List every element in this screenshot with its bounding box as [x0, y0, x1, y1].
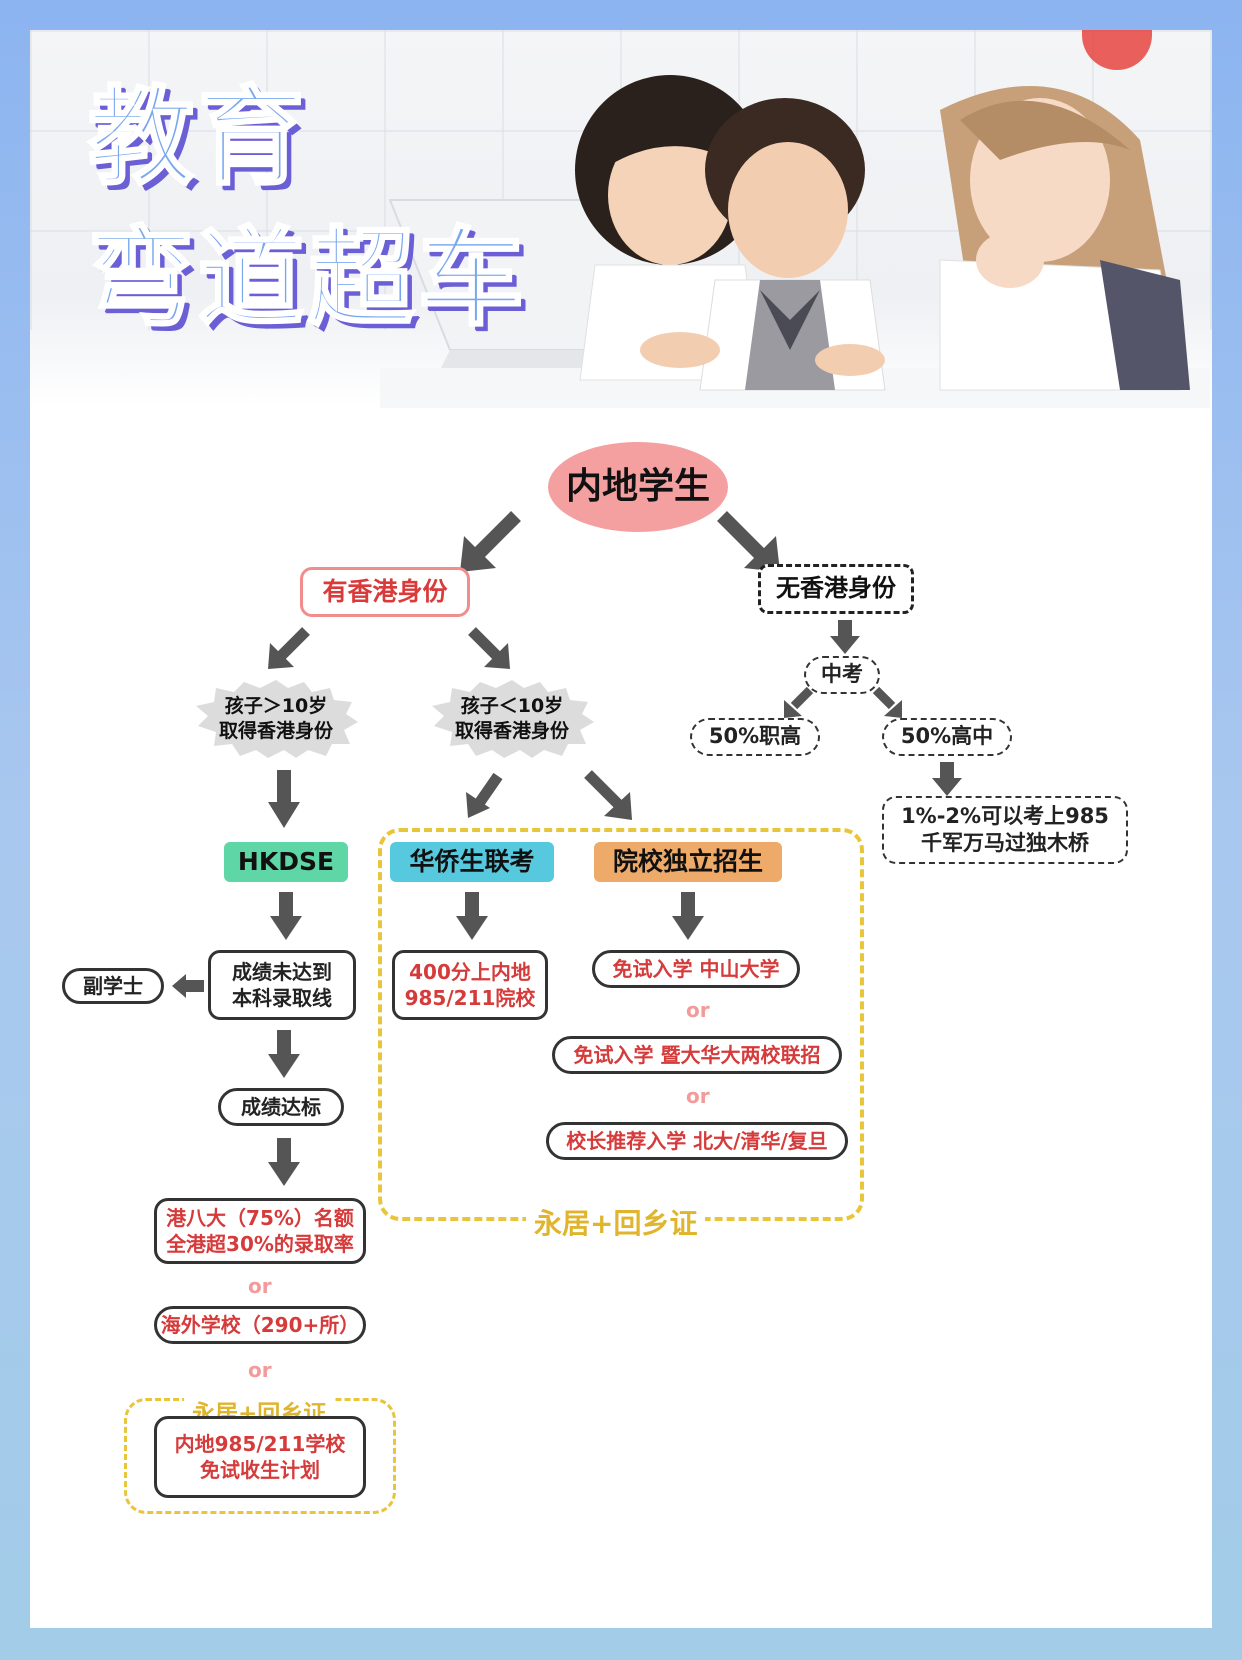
overseas-schools-node: 海外学校（290+所） — [154, 1306, 366, 1344]
has-hk-label: 有香港身份 — [322, 576, 448, 606]
independent-admission-label: 院校独立招生 — [612, 846, 763, 876]
permanent-residence-label-main: 永居+回乡证 — [526, 1202, 706, 1242]
hero-title-line1: 教育 — [87, 76, 308, 199]
permanent-residence-frame — [378, 828, 864, 1221]
older-child-node: 孩子＞10岁 取得香港身份 — [192, 690, 360, 748]
vocational-label: 50%职高 — [708, 724, 802, 749]
high-school-node: 50%高中 — [882, 718, 1012, 756]
arrow-older-hkdse — [268, 770, 300, 828]
root-node: 内地学生 — [548, 442, 728, 532]
older-line1: 孩子＞10岁 — [224, 695, 328, 718]
gaokao-node: 1%-2%可以考上985 千军万马过独木桥 — [882, 796, 1128, 864]
has-hk-identity-node: 有香港身份 — [300, 567, 470, 617]
older-burst-shape — [196, 680, 358, 758]
younger-child-node: 孩子＜10岁 取得香港身份 — [428, 690, 596, 748]
root-label: 内地学生 — [565, 465, 710, 507]
overseas-chinese-exam-label: 华侨生联考 — [409, 846, 535, 876]
arrow-zhongkao-right — [872, 686, 902, 718]
arrow-highschool-down — [932, 762, 962, 796]
associate-degree-label: 副学士 — [83, 974, 143, 998]
mainland-985-line1: 内地985/211学校 — [174, 1432, 346, 1456]
younger-line1: 孩子＜10岁 — [460, 695, 564, 718]
exempt-sysu-node: 免试入学 中山大学 — [592, 950, 800, 988]
gaokao-line1: 1%-2%可以考上985 — [901, 803, 1109, 828]
arrow-root-left — [460, 511, 521, 572]
score-below-node: 成绩未达到 本科录取线 — [208, 950, 356, 1020]
score-400-node: 400分上内地 985/211院校 — [392, 950, 548, 1020]
arrow-to-pass — [268, 1030, 300, 1078]
score-400-line1: 400分上内地 — [409, 960, 531, 984]
or-label-2: or — [686, 1084, 710, 1108]
gaokao-line2: 千军万马过独木桥 — [921, 831, 1089, 855]
score-400-line2: 985/211院校 — [404, 986, 536, 1010]
high-school-label: 50%高中 — [900, 724, 994, 749]
or-label-4: or — [248, 1358, 272, 1382]
arrow-to-associate — [172, 974, 204, 998]
or-label-3: or — [248, 1274, 272, 1298]
mainland-985-line2: 免试收生计划 — [200, 1458, 320, 1482]
zhongkao-node: 中考 — [804, 656, 880, 694]
hk8-line1: 港八大（75%）名额 — [166, 1206, 354, 1230]
arrow-younger-exam — [466, 772, 503, 818]
arrow-no-hk-down — [830, 620, 860, 654]
arrow-zhongkao-left — [784, 686, 814, 718]
hk8-node: 港八大（75%）名额 全港超30%的录取率 — [154, 1198, 366, 1264]
poster-card: 教育 弯道超车 内地学生 有香港身份 无香港身份 孩子＞10岁 取得香港身份 — [30, 30, 1212, 1628]
score-pass-label: 成绩达标 — [241, 1095, 321, 1119]
zhongkao-label: 中考 — [821, 662, 863, 687]
arrow-younger-independent — [584, 770, 632, 820]
hk8-line2: 全港超30%的录取率 — [166, 1232, 354, 1256]
hkdse-node: HKDSE — [224, 842, 348, 882]
vocational-node: 50%职高 — [690, 718, 820, 756]
arrow-to-hk8 — [268, 1138, 300, 1186]
hero-title-line2: 弯道超车 — [87, 217, 528, 340]
exempt-sysu-label: 免试入学 中山大学 — [612, 957, 780, 981]
independent-admission-node: 院校独立招生 — [594, 842, 782, 882]
mainland-985-node: 内地985/211学校 免试收生计划 — [154, 1416, 366, 1498]
overseas-chinese-exam-node: 华侨生联考 — [390, 842, 554, 882]
hkdse-label: HKDSE — [237, 846, 335, 876]
score-below-line1: 成绩未达到 — [232, 960, 332, 984]
associate-degree-node: 副学士 — [62, 968, 164, 1004]
arrow-hk-younger — [468, 627, 510, 669]
arrow-hk-older — [268, 627, 310, 669]
children-illustration — [380, 75, 1210, 408]
hero-banner: 教育 弯道超车 — [30, 30, 1212, 408]
younger-line2: 取得香港身份 — [454, 720, 569, 742]
older-line2: 取得香港身份 — [218, 720, 333, 742]
exempt-jinan-huaqiao-label: 免试入学 暨大华大两校联招 — [573, 1043, 821, 1067]
principal-recommend-label: 校长推荐入学 北大/清华/复旦 — [566, 1129, 828, 1153]
or-label-1: or — [686, 998, 710, 1022]
arrow-independent-down — [672, 892, 704, 940]
no-hk-identity-node: 无香港身份 — [758, 564, 914, 614]
principal-recommend-node: 校长推荐入学 北大/清华/复旦 — [546, 1122, 848, 1160]
score-pass-node: 成绩达标 — [218, 1088, 344, 1126]
score-below-line2: 本科录取线 — [232, 986, 332, 1010]
overseas-schools-label: 海外学校（290+所） — [160, 1313, 360, 1337]
exempt-jinan-huaqiao-node: 免试入学 暨大华大两校联招 — [552, 1036, 842, 1074]
arrow-root-right — [717, 511, 780, 572]
younger-burst-shape — [432, 680, 594, 758]
no-hk-label: 无香港身份 — [776, 574, 896, 603]
arrow-hkdse-down — [270, 892, 302, 940]
arrow-exam-down — [456, 892, 488, 940]
